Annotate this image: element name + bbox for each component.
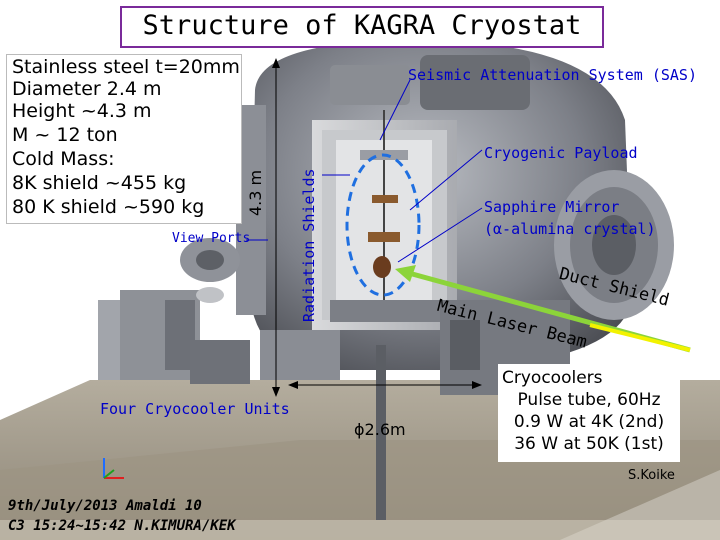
- diameter-arrow-right-icon: [472, 381, 482, 389]
- cryocoolers-type: Pulse tube, 60Hz: [517, 390, 661, 410]
- cryocoolers-title: Cryocoolers: [502, 368, 603, 388]
- height-arrow-bottom-icon: [272, 387, 280, 397]
- spec-line-diameter: Diameter 2.4 m: [12, 78, 162, 100]
- height-arrow-top-icon: [272, 58, 280, 68]
- spec-line-mass: M ~ 12 ton: [12, 124, 118, 146]
- alumina-crystal-label: (α-alumina crystal): [484, 220, 656, 238]
- payload-pointer: [409, 149, 483, 211]
- height-dimension-label: 4.3 m: [246, 169, 265, 216]
- laser-beam-arrowhead-icon: [395, 265, 416, 282]
- payload-highlight-dashed-circle: [345, 153, 421, 297]
- support-pillar: [376, 345, 386, 520]
- cryocooler-units-label: Four Cryocooler Units: [100, 400, 290, 418]
- laser-yellow-segment: [589, 323, 691, 352]
- sas-pointer: [379, 79, 411, 141]
- diameter-label: ϕ2.6m: [354, 420, 406, 439]
- spec-panel: [6, 54, 242, 224]
- spec-line-80k-shield: 80 K shield ~590 kg: [12, 196, 205, 218]
- cryocoolers-panel: [498, 364, 680, 462]
- sas-label: Seismic Attenuation System (SAS): [408, 66, 697, 84]
- axis-triad-icon: [103, 458, 124, 479]
- footer-session-author: C3 15:24~15:42 N.KIMURA/KEK: [8, 518, 236, 534]
- cryocoolers-4k-capacity: 0.9 W at 4K (2nd): [513, 412, 665, 432]
- view-ports-label: View Ports: [172, 231, 251, 246]
- spec-line-height: Height ~4.3 m: [12, 100, 152, 122]
- cryocoolers-50k-capacity: 36 W at 50K (1st): [514, 434, 664, 454]
- title-frame: [120, 6, 604, 48]
- spec-line-8k-shield: 8K shield ~455 kg: [12, 172, 187, 194]
- diameter-arrow-left-icon: [288, 381, 298, 389]
- spec-line-material: Stainless steel t=20mm: [12, 56, 240, 78]
- image-credit: S.Koike: [628, 468, 675, 483]
- spec-line-cold-mass: Cold Mass:: [12, 148, 115, 170]
- cryogenic-payload-label: Cryogenic Payload: [484, 144, 638, 162]
- radiation-shields-label: Radiation Shields: [300, 168, 318, 322]
- footer-date-event: 9th/July/2013 Amaldi 10: [8, 498, 202, 514]
- radiation-shields-cutaway: [312, 110, 457, 330]
- sapphire-mirror-label: Sapphire Mirror: [484, 198, 620, 216]
- mirror-pointer: [397, 207, 483, 263]
- page-title: Structure of KAGRA Cryostat: [142, 10, 582, 41]
